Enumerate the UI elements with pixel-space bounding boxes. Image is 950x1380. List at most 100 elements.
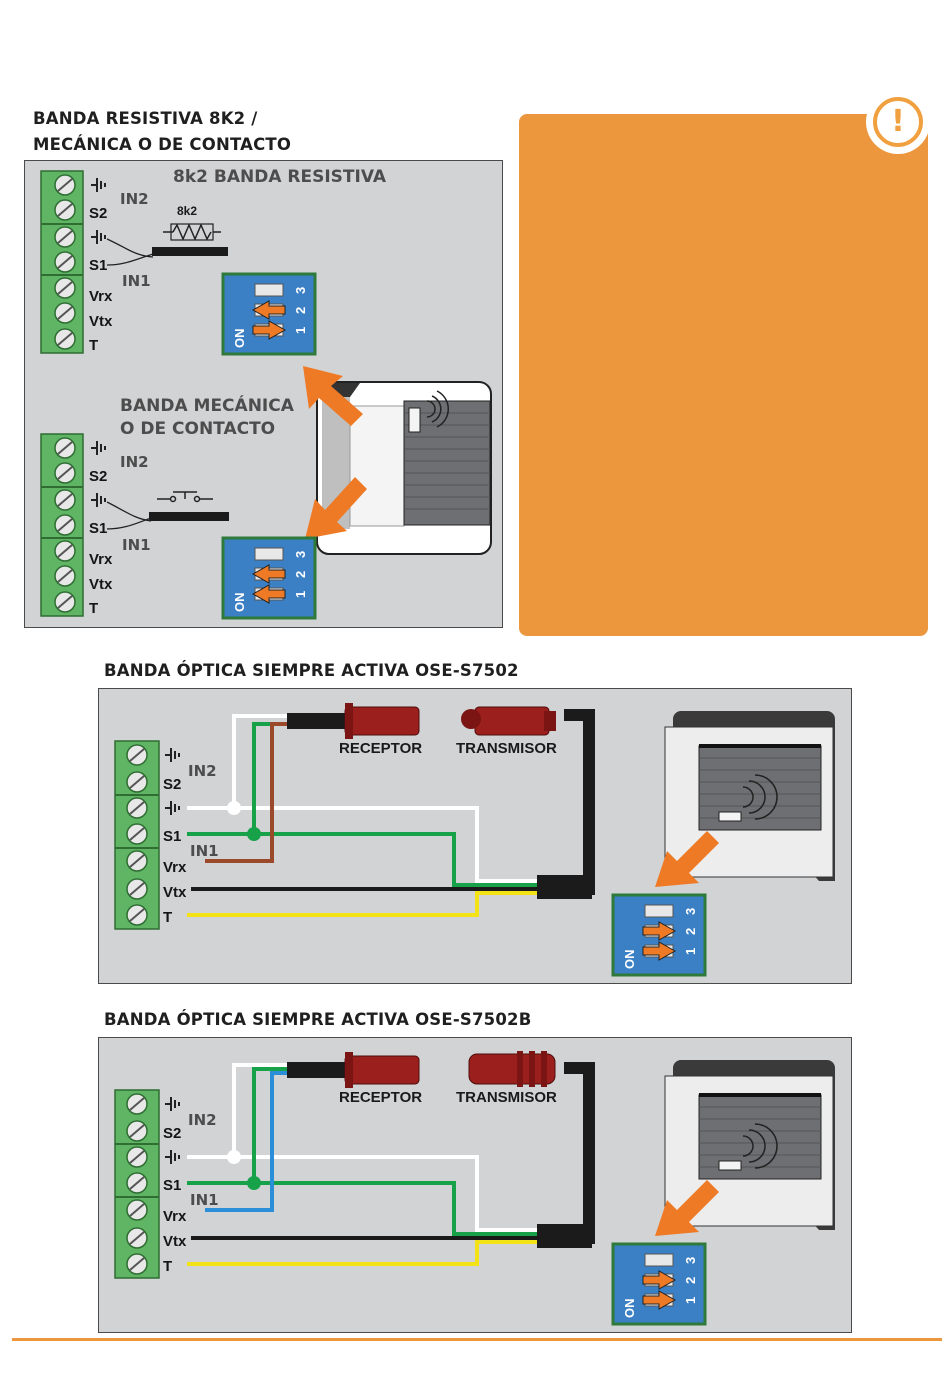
note-box xyxy=(519,114,928,636)
terminal-vtx-label: Vtx xyxy=(163,884,187,901)
terminal-vrx-label: Vrx xyxy=(89,551,113,568)
wire-yellow-t xyxy=(187,1240,539,1266)
terminal-s1-label: S1 xyxy=(89,520,107,537)
section1-title-line2: MECÁNICA O DE CONTACTO xyxy=(33,135,292,154)
receptor-cable xyxy=(287,713,345,729)
mechanical-band xyxy=(106,491,229,530)
resistive-band-label: 8k2 BANDA RESISTIVA xyxy=(173,167,387,187)
wiring xyxy=(187,714,539,917)
ground-icon xyxy=(165,748,180,815)
terminal-vrx-label: Vrx xyxy=(163,859,187,876)
wire-green-s1 xyxy=(254,832,539,887)
dip-2-label: 2 xyxy=(683,928,698,935)
terminal-t-label: T xyxy=(163,909,172,926)
wire-white-s2 xyxy=(187,1063,289,1159)
terminal-t-label: T xyxy=(163,1258,172,1275)
ground-icon xyxy=(165,1097,180,1164)
arrow-to-dip xyxy=(655,1180,719,1236)
receptor-label: RECEPTOR xyxy=(339,1089,422,1106)
ground-icon xyxy=(91,178,106,244)
terminal-vrx-label: Vrx xyxy=(163,1208,187,1225)
resistive-band: 8k2 xyxy=(106,204,228,266)
section2-title: BANDA ÓPTICA SIEMPRE ACTIVA OSE-S7502 xyxy=(104,661,519,680)
in2-label: IN2 xyxy=(120,190,149,208)
in2-label: IN2 xyxy=(120,453,149,471)
dip-switch-top: ON 3 2 1 xyxy=(221,272,317,356)
wire-yellow-t xyxy=(187,891,539,917)
terminal-s2-label: S2 xyxy=(163,1125,181,1142)
resistive-mechanical-diagram: S2 S1 Vrx Vtx T IN2 IN1 8k2 BANDA RESIST… xyxy=(40,167,492,620)
in1-label: IN1 xyxy=(122,272,151,290)
transmitter-sensor xyxy=(461,706,556,736)
wiring xyxy=(187,1063,539,1266)
ground-icon xyxy=(91,441,106,507)
dip-3-label: 3 xyxy=(293,551,308,558)
arrow-to-dip xyxy=(655,831,719,887)
in1-label: IN1 xyxy=(190,842,219,860)
dip-on-label: ON xyxy=(232,329,247,349)
receptor-sensor xyxy=(344,1052,420,1088)
resistive-mechanical-panel: S2 S1 Vrx Vtx T IN2 IN1 8k2 BANDA RESIST… xyxy=(24,160,503,628)
wire-green-receptor xyxy=(187,1067,289,1185)
footer-divider xyxy=(12,1338,942,1341)
in2-label: IN2 xyxy=(188,762,217,780)
terminal-s2-label: S2 xyxy=(163,776,181,793)
dip-2-label: 2 xyxy=(683,1277,698,1284)
terminal-vtx-label: Vtx xyxy=(89,576,113,593)
dip-1-label: 1 xyxy=(293,591,308,598)
optical-band-panel-s7502b: S2 S1 Vrx Vtx T IN2 IN1 RECEPTOR xyxy=(98,1037,852,1333)
cable-junction xyxy=(537,875,592,899)
in1-label: IN1 xyxy=(122,536,151,554)
terminal-t-label: T xyxy=(89,337,98,354)
garage-door-illustration xyxy=(316,381,492,555)
dip-on-label: ON xyxy=(622,1299,637,1319)
receptor-label: RECEPTOR xyxy=(339,740,422,757)
section1-title: BANDA RESISTIVA 8K2 / MECÁNICA O DE CONT… xyxy=(33,106,291,158)
junction-green xyxy=(247,827,261,841)
optical-band-panel-s7502: S2 S1 Vrx Vtx T IN2 IN1 RECEPTOR xyxy=(98,688,852,984)
mechanical-band-line2: O DE CONTACTO xyxy=(120,419,275,439)
dip-3-label: 3 xyxy=(683,1257,698,1264)
junction-white xyxy=(227,1150,241,1164)
terminal-vtx-label: Vtx xyxy=(89,313,113,330)
resistor-label: 8k2 xyxy=(177,204,197,218)
warning-symbol: ! xyxy=(873,97,923,147)
dip-switch-bottom: ON 3 2 1 xyxy=(221,536,317,620)
wire-white-gnd xyxy=(234,1155,539,1232)
receptor-sensor xyxy=(344,703,420,739)
terminal-s1-label: S1 xyxy=(163,828,181,845)
terminal-block-bottom xyxy=(40,433,84,617)
section1-title-line1: BANDA RESISTIVA 8K2 / xyxy=(33,109,258,128)
dip-3-label: 3 xyxy=(683,908,698,915)
transmitter-label: TRANSMISOR xyxy=(456,740,557,757)
mechanical-band-line1: BANDA MECÁNICA xyxy=(120,394,295,416)
arrow-to-dip-bottom xyxy=(305,477,367,539)
wire-blue-vrx xyxy=(205,1071,289,1212)
terminal-vtx-label: Vtx xyxy=(163,1233,187,1250)
wire-green-s1 xyxy=(254,1181,539,1236)
optical-band-diagram-s7502b: S2 S1 Vrx Vtx T IN2 IN1 RECEPTOR xyxy=(114,1051,835,1326)
terminal-s2-label: S2 xyxy=(89,205,107,222)
dip-on-label: ON xyxy=(232,593,247,613)
in1-label: IN1 xyxy=(190,1191,219,1209)
in2-label: IN2 xyxy=(188,1111,217,1129)
junction-green xyxy=(247,1176,261,1190)
transmitter-sensor xyxy=(468,1051,556,1087)
cable-junction xyxy=(537,1224,592,1248)
terminal-s1-label: S1 xyxy=(163,1177,181,1194)
transmitter-label: TRANSMISOR xyxy=(456,1089,557,1106)
dip-3-label: 3 xyxy=(293,287,308,294)
dip-switch: ON 3 2 1 xyxy=(611,1242,707,1326)
terminal-s2-label: S2 xyxy=(89,468,107,485)
arrow-to-dip-top xyxy=(303,366,363,426)
warning-exclamation-icon: ! xyxy=(866,90,930,154)
wire-white-gnd xyxy=(234,806,539,883)
dip-2-label: 2 xyxy=(293,571,308,578)
wire-white-s2 xyxy=(187,714,289,810)
optical-band-diagram-s7502: S2 S1 Vrx Vtx T IN2 IN1 RECEPTOR xyxy=(114,703,835,977)
terminal-block xyxy=(114,740,160,930)
terminal-t-label: T xyxy=(89,600,98,617)
dip-1-label: 1 xyxy=(293,327,308,334)
section3-title: BANDA ÓPTICA SIEMPRE ACTIVA OSE-S7502B xyxy=(104,1010,532,1029)
dip-1-label: 1 xyxy=(683,1297,698,1304)
